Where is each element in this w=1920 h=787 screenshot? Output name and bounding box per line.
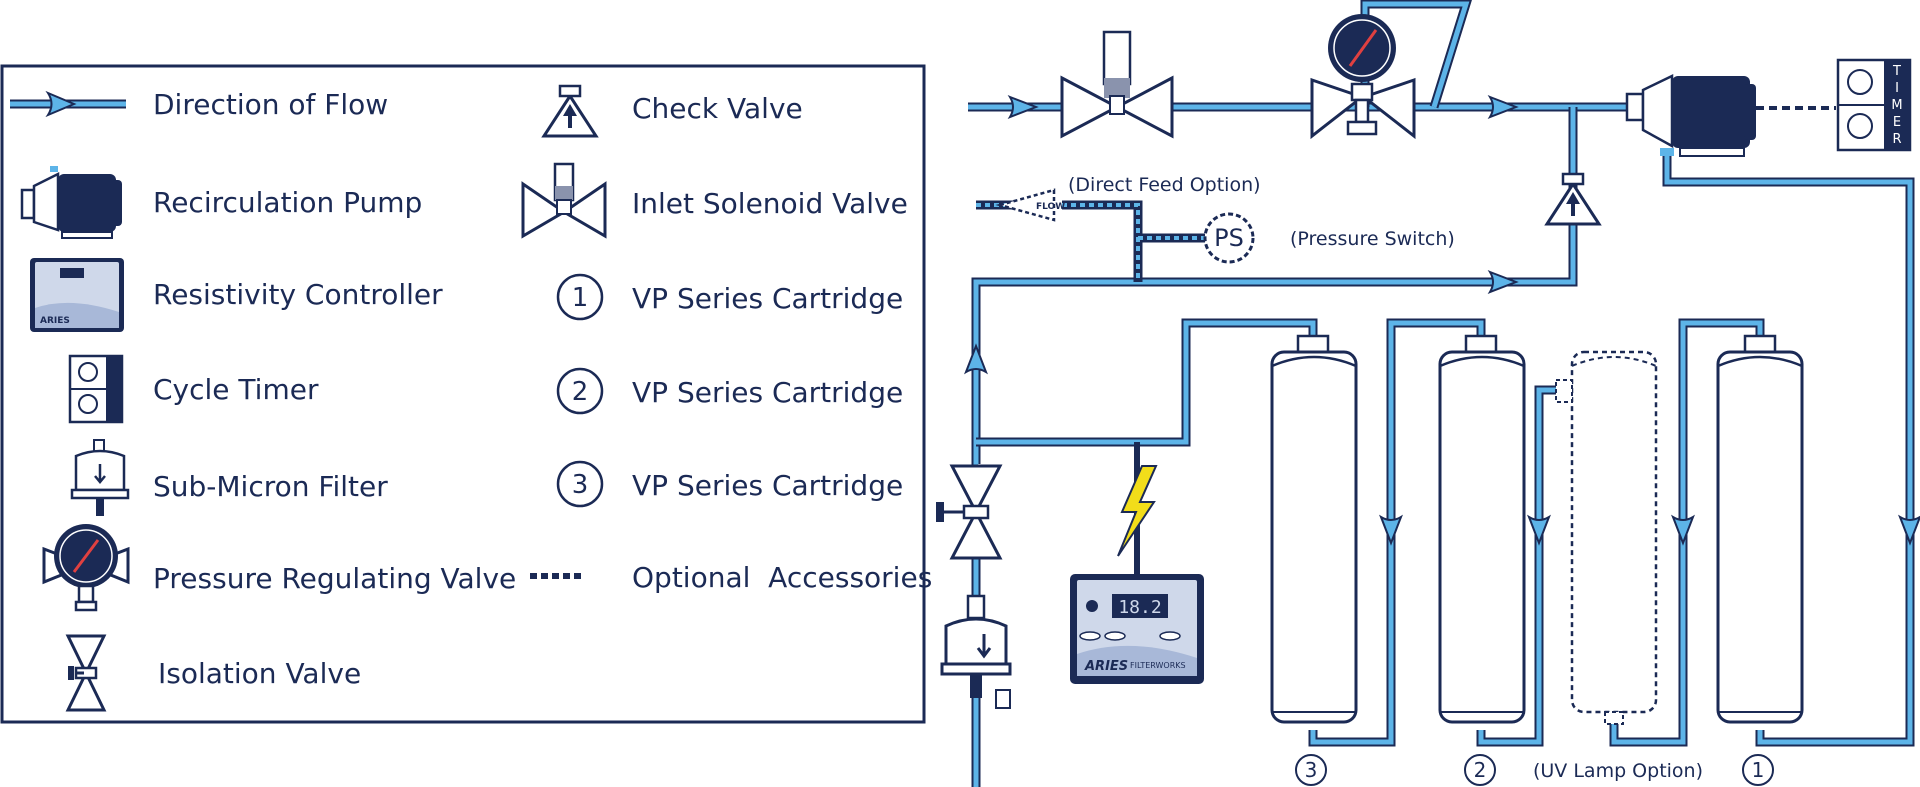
pressure-switch-label: (Pressure Switch) <box>1290 228 1455 250</box>
cycle-timer-icon <box>68 354 124 424</box>
legend-inlet-solenoid-valve: Inlet Solenoid Valve <box>632 187 908 220</box>
isolation-valve-icon <box>65 634 107 712</box>
svg-text:R: R <box>1892 132 1901 147</box>
cartridge-2 <box>1438 334 1526 724</box>
direct-feed-option-label: (Direct Feed Option) <box>1068 174 1261 196</box>
flow-arrows <box>964 95 1920 546</box>
svg-text:2: 2 <box>572 377 589 407</box>
legend-resistivity-controller: Resistivity Controller <box>153 278 443 311</box>
legend-check-valve: Check Valve <box>632 92 803 125</box>
cartridge-1 <box>1716 334 1804 724</box>
recirculation-pump-icon <box>20 166 122 239</box>
cartridge-1-number: 1 <box>1742 754 1774 786</box>
svg-text:I: I <box>1895 81 1899 96</box>
svg-text:1: 1 <box>572 283 589 313</box>
uv-lamp-option <box>1555 350 1658 725</box>
cycle-timer: T I M E R <box>1836 58 1912 152</box>
svg-text:1: 1 <box>1752 758 1765 782</box>
inlet-solenoid-valve <box>1060 30 1174 139</box>
resistivity-controller-icon: ARIES <box>30 258 124 332</box>
legend-cartridge-3: VP Series Cartridge <box>632 469 903 502</box>
svg-text:M: M <box>1891 98 1902 113</box>
svg-text:ARIES: ARIES <box>40 316 70 326</box>
pressure-regulating-valve-icon <box>42 524 130 612</box>
sub-micron-filter-icon <box>70 439 130 516</box>
legend-direction-of-flow: Direction of Flow <box>153 88 388 121</box>
svg-text:FLOW: FLOW <box>1036 202 1065 212</box>
cartridge-2-number: 2 <box>1464 754 1496 786</box>
isolation-valve <box>936 464 1003 560</box>
pressure-switch: PS <box>1203 212 1255 264</box>
legend-cycle-timer: Cycle Timer <box>153 373 319 406</box>
svg-text:18.2: 18.2 <box>1118 597 1161 618</box>
legend-sub-micron-filter: Sub-Micron Filter <box>153 470 388 503</box>
legend-panel: Direction of Flow Recirculation Pump ARI… <box>0 64 932 724</box>
cartridge-3 <box>1270 334 1358 724</box>
svg-text:E: E <box>1893 115 1901 130</box>
svg-text:3: 3 <box>572 470 589 500</box>
legend-pressure-regulating-valve: Pressure Regulating Valve <box>153 562 516 595</box>
cartridge-3-legend-icon: 3 <box>556 460 604 508</box>
pressure-regulating-valve <box>1310 14 1416 140</box>
svg-text:FILTERWORKS: FILTERWORKS <box>1130 661 1186 670</box>
legend-optional-accessories: Optional Accessories <box>632 561 932 594</box>
flow-direction-icon <box>10 90 126 118</box>
recirculation-pump <box>1625 74 1836 157</box>
inlet-solenoid-valve-icon <box>521 162 607 239</box>
svg-text:ARIES: ARIES <box>1084 659 1128 674</box>
lightning-icon <box>1117 465 1158 557</box>
power-connection <box>1117 442 1158 574</box>
uv-lamp-option-label: (UV Lamp Option) <box>1533 760 1703 782</box>
legend-recirculation-pump: Recirculation Pump <box>153 186 422 219</box>
resistivity-controller: 18.2 ARIES FILTERWORKS <box>1070 574 1204 684</box>
svg-text:3: 3 <box>1305 758 1318 782</box>
legend-cartridge-2: VP Series Cartridge <box>632 376 903 409</box>
svg-text:PS: PS <box>1214 224 1244 252</box>
svg-text:T: T <box>1892 64 1901 79</box>
cartridge-2-legend-icon: 2 <box>556 367 604 415</box>
svg-text:2: 2 <box>1474 758 1487 782</box>
check-valve <box>1545 172 1601 226</box>
cartridge-1-legend-icon: 1 <box>556 273 604 321</box>
direct-feed-check-valve: FLOW <box>995 188 1065 222</box>
legend-isolation-valve: Isolation Valve <box>158 657 361 690</box>
legend-cartridge-1: VP Series Cartridge <box>632 282 903 315</box>
sub-micron-filter <box>940 594 1012 709</box>
cartridge-3-number: 3 <box>1295 754 1327 786</box>
